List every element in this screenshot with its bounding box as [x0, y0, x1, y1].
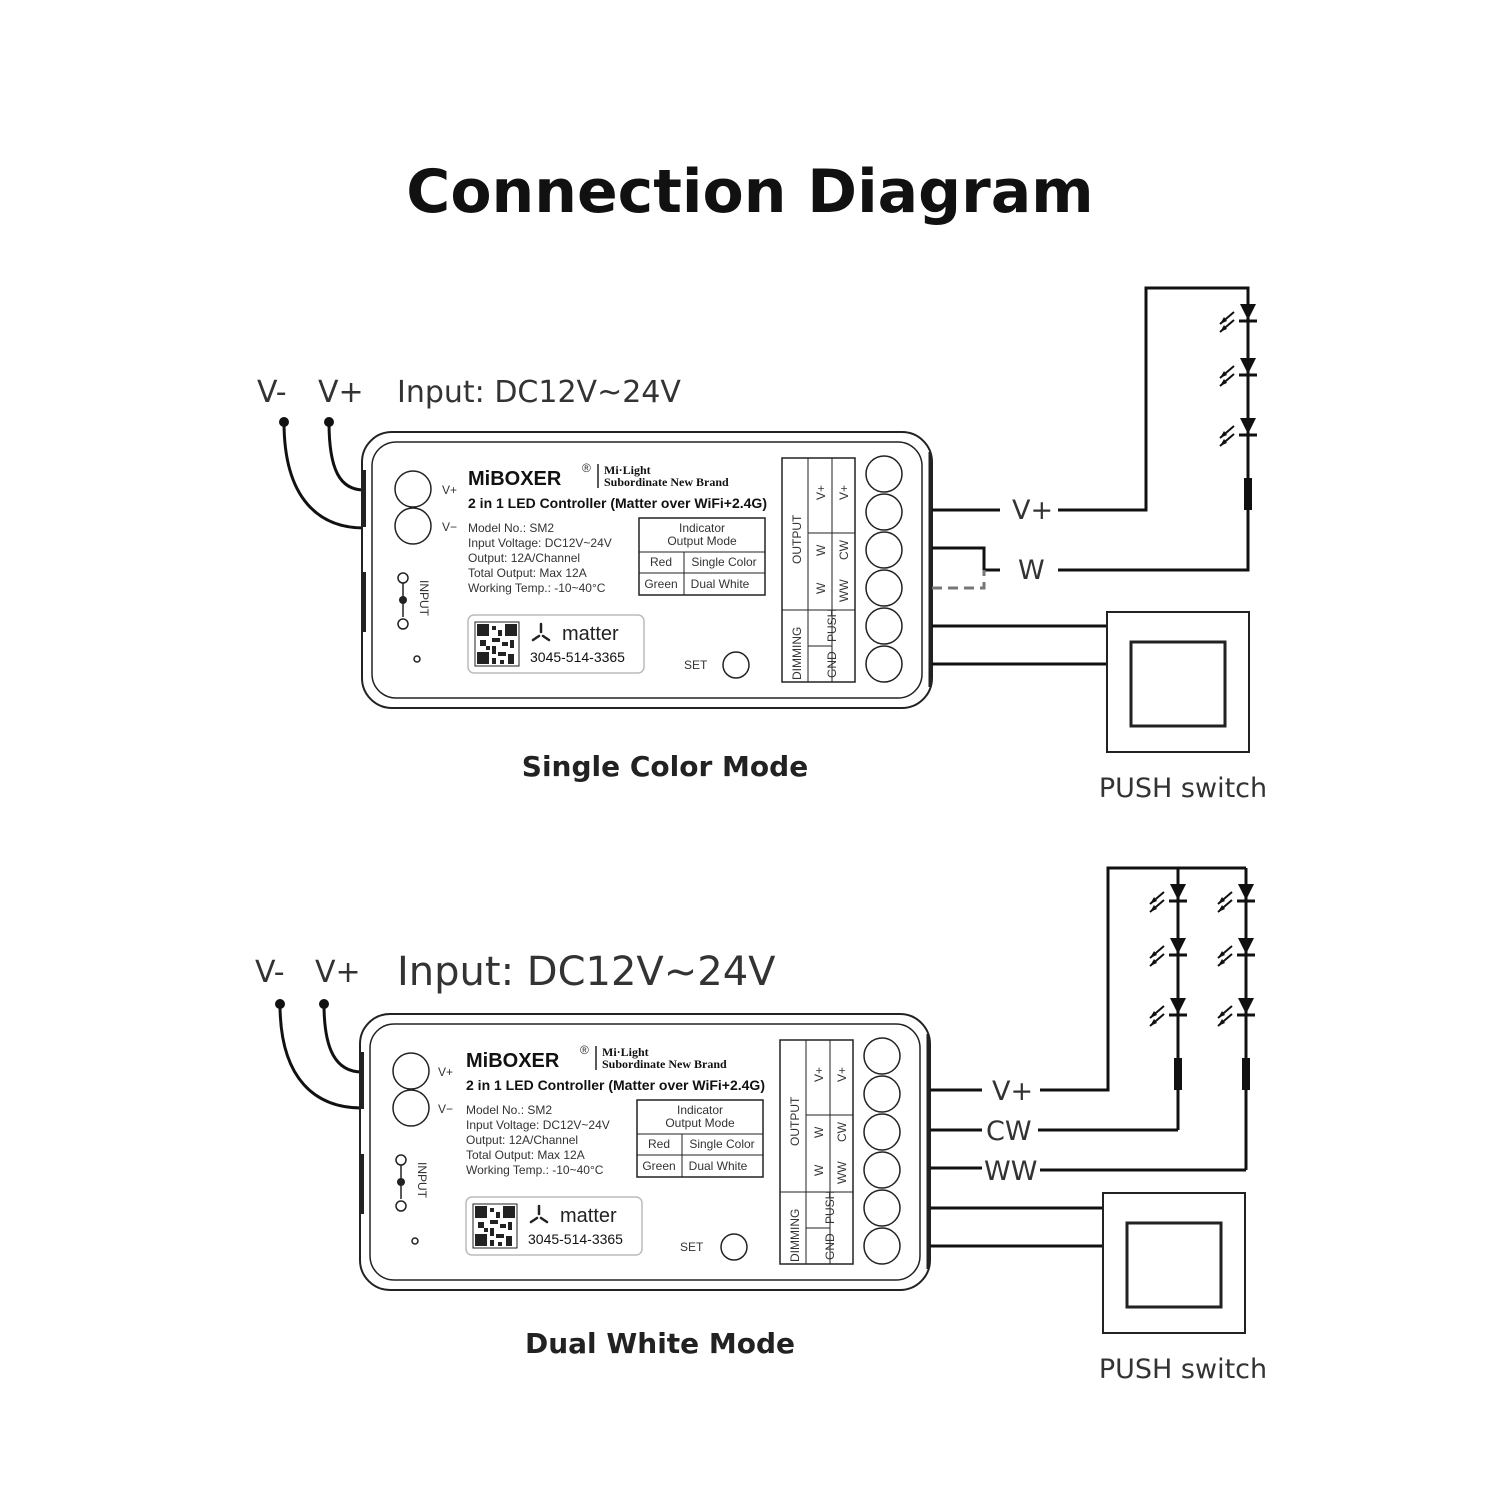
matter-logo-text-2: matter: [560, 1205, 617, 1227]
term-c1-1: W: [814, 544, 828, 556]
term-c1-2-2: W: [812, 1164, 826, 1176]
spec-1: Input Voltage: DC12V~24V: [468, 536, 612, 550]
set-label-2: SET: [680, 1240, 704, 1254]
brand-logo-2: MiBOXER: [466, 1050, 560, 1072]
reg-mark: ®: [582, 461, 591, 475]
indicator-green-2: Green: [642, 1159, 675, 1173]
page-title: Connection Diagram: [406, 157, 1093, 227]
dual-white-section: V- V+ Input: DC12V~24V MiBOXER ® Mi·Ligh…: [255, 866, 1267, 1385]
brand-sub2-2: Subordinate New Brand: [602, 1057, 727, 1071]
term-c2-1-2: CW: [835, 1121, 849, 1142]
input-vminus-term-2: V−: [438, 1102, 453, 1116]
push-switch-label: PUSH switch: [1099, 773, 1267, 804]
matter-logo-text: matter: [562, 623, 619, 645]
indicator-dual: Dual White: [691, 577, 750, 591]
input-voltage-label-2: Input: DC12V~24V: [397, 949, 776, 995]
product-name-2: 2 in 1 LED Controller (Matter over WiFi+…: [466, 1077, 765, 1093]
dimming-label-2: DIMMING: [788, 1209, 802, 1262]
term-c2-2: WW: [837, 579, 851, 602]
set-label: SET: [684, 658, 708, 672]
input-vplus-term: V+: [442, 483, 457, 497]
input-vplus-term-2: V+: [438, 1065, 453, 1079]
vminus-label: V-: [257, 375, 287, 410]
single-color-section: V- V+ Input: DC12V~24V MiBOXER ® Mi·Ligh…: [257, 286, 1267, 804]
controller-device-2: MiBOXER ® Mi·Light Subordinate New Brand…: [358, 1012, 932, 1292]
brand-sub2: Subordinate New Brand: [604, 475, 729, 489]
spec-3-2: Total Output: Max 12A: [466, 1148, 585, 1162]
dual-mode-label: Dual White Mode: [525, 1327, 795, 1360]
term-push-2: PUSH: [823, 1191, 837, 1224]
term-gnd: GND: [825, 651, 839, 678]
matter-code-2: 3045-514-3365: [528, 1231, 623, 1247]
vplus-label: V+: [318, 375, 364, 410]
vminus-label-2: V-: [255, 955, 285, 990]
input-side-label-2: INPUT: [415, 1162, 429, 1199]
vplus-label-2: V+: [315, 955, 361, 990]
push-switch-2: [1101, 1191, 1247, 1335]
term-c1-1-2: W: [812, 1126, 826, 1138]
term-c2-0-2: V+: [835, 1067, 849, 1082]
spec-2: Output: 12A/Channel: [468, 551, 580, 565]
indicator-dual-2: Dual White: [689, 1159, 748, 1173]
indicator-red: Red: [650, 555, 672, 569]
input-vminus-term: V−: [442, 520, 457, 534]
product-name: 2 in 1 LED Controller (Matter over WiFi+…: [468, 495, 767, 511]
indicator-title-0: Indicator: [679, 521, 725, 535]
indicator-single-2: Single Color: [689, 1137, 754, 1151]
spec-0-2: Model No.: SM2: [466, 1103, 552, 1117]
spec-3: Total Output: Max 12A: [468, 566, 587, 580]
matter-code: 3045-514-3365: [530, 649, 625, 665]
brand-sub1-2: Mi·Light: [602, 1045, 649, 1059]
brand-logo: MiBOXER: [468, 468, 562, 490]
wire-cw-label: CW: [986, 1116, 1032, 1147]
spec-4: Working Temp.: -10~40°C: [468, 581, 606, 595]
term-c2-1: CW: [837, 539, 851, 560]
wire-w-label: W: [1018, 555, 1045, 586]
indicator-single: Single Color: [691, 555, 756, 569]
term-c1-2: W: [814, 582, 828, 594]
input-voltage-label: Input: DC12V~24V: [397, 375, 681, 410]
input-side-label: INPUT: [417, 580, 431, 617]
reg-mark-2: ®: [580, 1043, 589, 1057]
indicator-title-1: Output Mode: [667, 534, 737, 548]
spec-2-2: Output: 12A/Channel: [466, 1133, 578, 1147]
spec-4-2: Working Temp.: -10~40°C: [466, 1163, 604, 1177]
output-label-2: OUTPUT: [788, 1096, 802, 1146]
wire-vplus-label: V+: [1012, 495, 1053, 526]
term-c1-0: V+: [814, 485, 828, 500]
brand-sub1: Mi·Light: [604, 463, 651, 477]
spec-1-2: Input Voltage: DC12V~24V: [466, 1118, 610, 1132]
output-label: OUTPUT: [790, 514, 804, 564]
controller-device: MiBOXER ® Mi·Light Subordinate New Brand…: [360, 430, 934, 710]
spec-0: Model No.: SM2: [468, 521, 554, 535]
indicator-title-0-2: Indicator: [677, 1103, 723, 1117]
term-c1-0-2: V+: [812, 1067, 826, 1082]
term-gnd-2: GND: [823, 1233, 837, 1260]
indicator-green: Green: [644, 577, 677, 591]
indicator-title-1-2: Output Mode: [665, 1116, 735, 1130]
term-push: PUSH: [825, 609, 839, 642]
push-switch: [1105, 610, 1251, 754]
indicator-red-2: Red: [648, 1137, 670, 1151]
term-c2-2-2: WW: [835, 1161, 849, 1184]
dimming-label: DIMMING: [790, 627, 804, 680]
wire-ww-label: WW: [984, 1156, 1037, 1187]
wire-vplus-label-2: V+: [992, 1076, 1033, 1107]
push-switch-label-2: PUSH switch: [1099, 1354, 1267, 1385]
single-mode-label: Single Color Mode: [522, 750, 808, 783]
term-c2-0: V+: [837, 485, 851, 500]
